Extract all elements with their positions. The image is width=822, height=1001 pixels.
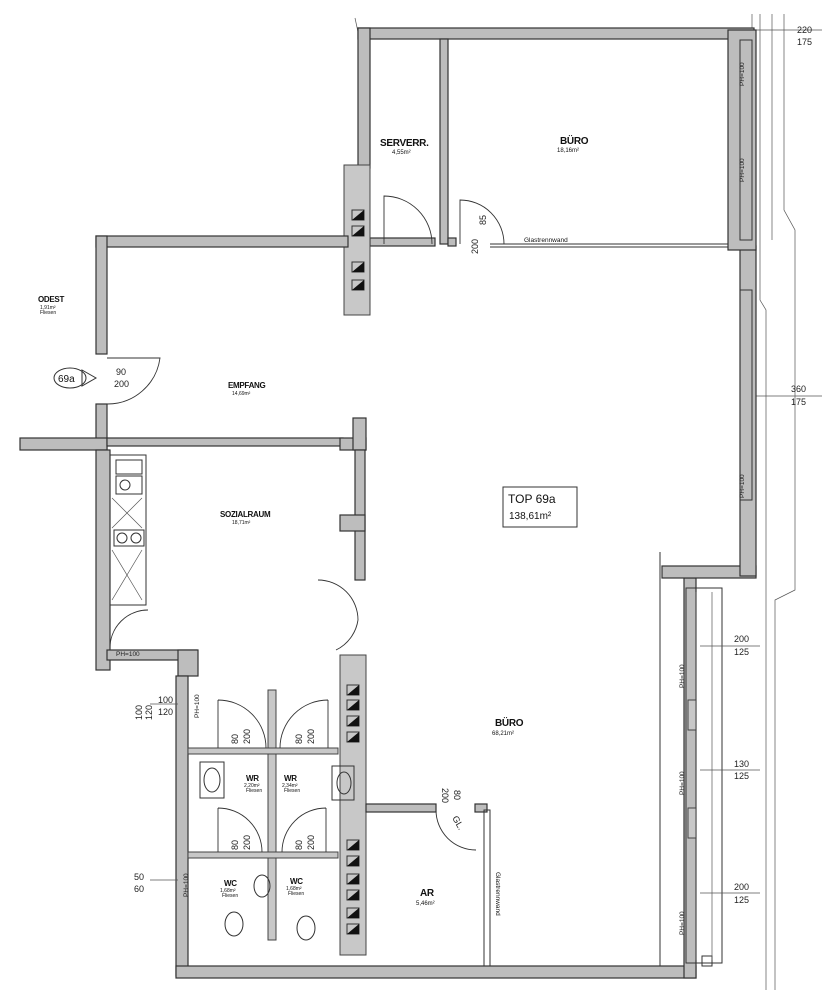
dim-right-1b: 125 xyxy=(734,647,749,657)
room-ar-name: AR xyxy=(420,888,435,899)
dim-wc-door-l-1: 80 xyxy=(230,840,240,850)
ph-labels: PH=100 PH=100 PH=100 PH=100 PH=100 PH=10… xyxy=(116,62,746,935)
dim-wc-window-2: 60 xyxy=(134,884,144,894)
room-buero-large-name: BÜRO xyxy=(495,716,524,729)
room-wr-left-name: WR xyxy=(246,774,259,783)
room-wc-left-name: WC xyxy=(224,879,237,888)
gl-label: GL. xyxy=(450,814,466,832)
dim-sozial-window-v1: 100 xyxy=(134,705,144,720)
room-ar-area: 5,46m² xyxy=(416,901,435,907)
room-serverraum-area: 4,55m² xyxy=(392,150,411,156)
ph-label-4: PH=100 xyxy=(679,664,686,688)
ph-label-1: PH=100 xyxy=(739,62,746,86)
unit-label-box xyxy=(502,486,578,528)
dim-wc-window-1: 50 xyxy=(134,872,144,882)
dim-entrance-1: 90 xyxy=(116,367,126,377)
glastrennwand-label-ar: Glastrennwand xyxy=(494,872,501,916)
dim-top-right-1: 220 xyxy=(797,25,812,35)
dim-wr-door-l-2: 200 xyxy=(242,729,252,744)
unit-area: 138,61m² xyxy=(509,511,552,522)
dim-right-mid-2: 175 xyxy=(791,397,806,407)
room-wr-right-area: 2,34m² xyxy=(282,783,298,789)
room-sozialraum-area: 18,71m² xyxy=(232,520,251,526)
sanitary-fixtures xyxy=(111,459,713,967)
dim-right-2b: 125 xyxy=(734,771,749,781)
room-empfang-name: EMPFANG xyxy=(228,381,266,390)
room-buero-top-area: 18,16m² xyxy=(557,148,579,154)
room-sozialraum-name: SOZIALRAUM xyxy=(220,510,271,519)
room-wc-left-area: 1,68m² xyxy=(220,888,236,894)
dim-sozial-window-a: 100 xyxy=(158,695,173,705)
dimension-texts: 220 175 360 175 200 125 130 125 200 125 … xyxy=(114,25,812,905)
ph-label-5: PH=100 xyxy=(679,771,686,795)
dim-sozial-window-b: 120 xyxy=(158,707,173,717)
dimension-lines xyxy=(150,645,760,894)
ph-label-6: PH=100 xyxy=(679,911,686,935)
dim-wr-door-r-1: 80 xyxy=(294,734,304,744)
room-serverraum-name: SERVERR. xyxy=(380,138,429,149)
shaft-markers xyxy=(346,209,365,935)
room-odest-floor: Fliesen xyxy=(40,310,56,316)
dim-wc-door-l-2: 200 xyxy=(242,835,252,850)
dim-top-right-2: 175 xyxy=(797,37,812,47)
room-wc-left-floor: Fliesen xyxy=(222,893,238,899)
entrance-marker-label: 69a xyxy=(58,374,75,385)
dim-entrance-2: 200 xyxy=(114,379,129,389)
ph-label-9: PH=100 xyxy=(116,651,140,658)
room-buero-large-area: 68,21m² xyxy=(492,731,514,737)
room-buero-top-name: BÜRO xyxy=(560,134,589,147)
room-wc-right-floor: Fliesen xyxy=(288,891,304,897)
dim-right-mid-1: 360 xyxy=(791,384,806,394)
ph-label-2: PH=100 xyxy=(739,158,746,182)
dim-buero-door-1: 85 xyxy=(478,215,488,225)
entrance-marker xyxy=(53,367,98,389)
dim-right-1a: 200 xyxy=(734,634,749,644)
unit-name: TOP 69a xyxy=(508,492,556,506)
dim-ar-door-2: 200 xyxy=(440,788,450,803)
ph-label-7: PH=100 xyxy=(194,694,201,718)
doors xyxy=(106,195,505,853)
dim-wr-door-r-2: 200 xyxy=(306,729,316,744)
room-wc-right-name: WC xyxy=(290,877,303,886)
room-wr-left-floor: Fliesen xyxy=(246,788,262,794)
dim-wc-door-r-2: 200 xyxy=(306,835,316,850)
room-wr-left-area: 2,20m² xyxy=(244,783,260,789)
glastrennwand-label-top: Glastrennwand xyxy=(524,237,568,244)
room-odest-name: ODEST xyxy=(38,295,64,304)
ph-label-8: PH=100 xyxy=(183,873,190,897)
room-wr-right-name: WR xyxy=(284,774,297,783)
dim-wc-door-r-1: 80 xyxy=(294,840,304,850)
ph-label-3: PH=100 xyxy=(739,474,746,498)
dim-ar-door-1: 80 xyxy=(452,790,462,800)
dim-right-2a: 130 xyxy=(734,759,749,769)
walls xyxy=(19,27,757,979)
room-empfang-area: 14,69m² xyxy=(232,391,251,397)
dim-sozial-window-v2: 120 xyxy=(144,705,154,720)
dim-wr-door-l-1: 80 xyxy=(230,734,240,744)
dim-right-3a: 200 xyxy=(734,882,749,892)
dim-right-3b: 125 xyxy=(734,895,749,905)
dim-buero-door-2: 200 xyxy=(470,239,480,254)
window-strips xyxy=(685,39,753,964)
room-wr-right-floor: Fliesen xyxy=(284,788,300,794)
room-wc-right-area: 1,68m² xyxy=(286,886,302,892)
room-odest-area: 1,91m² xyxy=(40,305,56,311)
site-boundary-lines xyxy=(354,14,822,990)
